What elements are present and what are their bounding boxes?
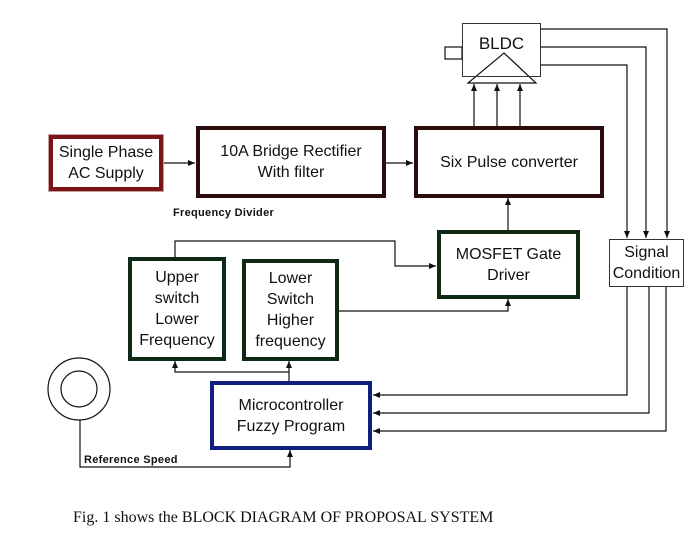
upper-switch-label: Upper switch Lower Frequency <box>139 269 215 349</box>
feedback-line-3 <box>541 64 630 238</box>
line-micro-to-upper <box>172 361 289 373</box>
lower-switch-label: Lower Switch Higher frequency <box>255 270 326 350</box>
bldc-motor-block: BLDC <box>462 23 541 77</box>
ac-supply-block: Single Phase AC Supply <box>49 135 163 191</box>
frequency-divider-label: Frequency Divider <box>173 207 275 219</box>
microcontroller-block: Microcontroller Fuzzy Program <box>210 381 372 450</box>
line-upper-to-mosfet <box>174 240 436 269</box>
bldc-shaft <box>444 46 463 60</box>
reference-knob-inner <box>60 370 98 408</box>
signal-line-1 <box>373 287 628 398</box>
signal-condition-label: Signal Condition <box>612 244 681 282</box>
line-reference-speed <box>79 420 293 468</box>
converter-block: Six Pulse converter <box>414 126 604 198</box>
reference-speed-label: Reference Speed <box>84 454 178 466</box>
rectifier-label: 10A Bridge Rectifier With filter <box>220 143 362 181</box>
feedback-line-2 <box>541 46 649 238</box>
bldc-label: BLDC <box>478 34 525 53</box>
signal-condition-block: Signal Condition <box>609 239 684 287</box>
upper-switch-block: Upper switch Lower Frequency <box>128 257 226 361</box>
mosfet-driver-block: MOSFET Gate Driver <box>437 230 580 299</box>
lower-switch-block: Lower Switch Higher frequency <box>242 259 339 361</box>
bldc-winding-triangle <box>466 52 538 84</box>
line-lower-to-mosfet <box>339 299 511 312</box>
rectifier-block: 10A Bridge Rectifier With filter <box>196 126 386 198</box>
feedback-line-1 <box>541 28 670 238</box>
reference-knob-outer[interactable] <box>47 357 111 421</box>
ac-supply-label: Single Phase AC Supply <box>58 144 154 182</box>
figure-caption: Fig. 1 shows the BLOCK DIAGRAM OF PROPOS… <box>73 509 494 526</box>
signal-line-3 <box>373 287 667 434</box>
mosfet-label: MOSFET Gate Driver <box>455 245 562 284</box>
converter-label: Six Pulse converter <box>440 153 578 171</box>
signal-line-2 <box>373 287 650 416</box>
microcontroller-label: Microcontroller Fuzzy Program <box>236 396 346 435</box>
